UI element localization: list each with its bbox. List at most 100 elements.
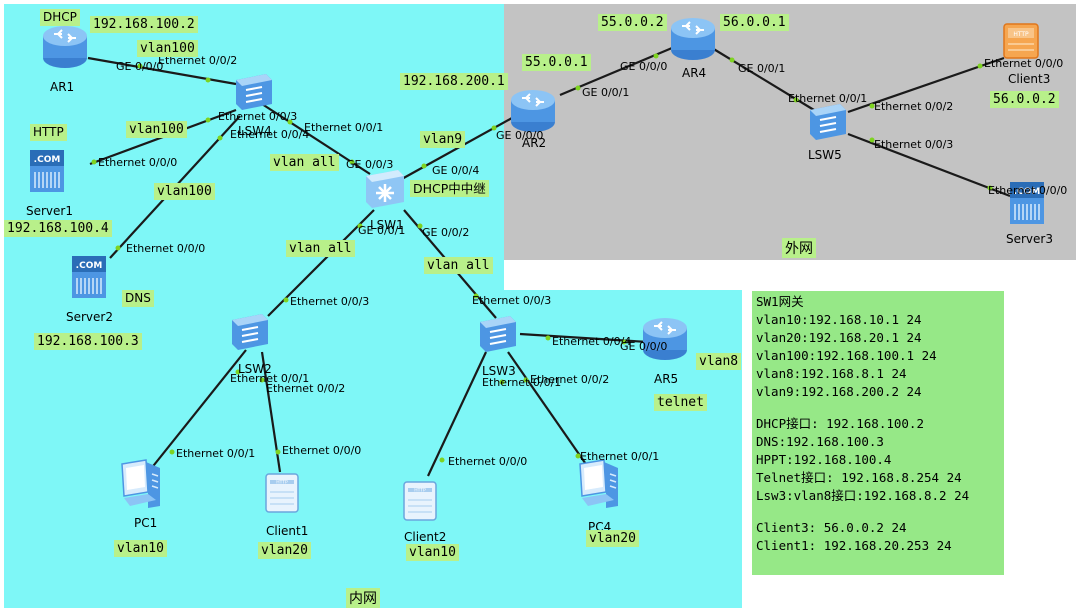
device-label-sw1: LSW1	[370, 218, 404, 232]
port-label: Ethernet 0/0/1	[580, 450, 660, 463]
svg-text:.COM: .COM	[76, 261, 103, 271]
tag-ip: 55.0.0.1	[522, 54, 591, 71]
tag-ip: 56.0.0.2	[990, 91, 1059, 108]
port-dot	[283, 297, 289, 303]
switch-icon[interactable]	[806, 100, 848, 142]
svg-text:HTTP: HTTP	[1013, 31, 1029, 38]
port-label: Ethernet 0/0/3	[218, 110, 298, 123]
internal-zone-title: 内网	[346, 588, 380, 608]
port-dot	[235, 369, 241, 375]
port-label: Ethernet 0/0/1	[482, 376, 562, 389]
device-label-client2: Client2	[404, 530, 447, 544]
port-dot	[491, 125, 497, 131]
port-label: Ethernet 0/0/2	[530, 373, 610, 386]
port-dot	[523, 377, 529, 383]
tag-ip: 192.168.100.4	[4, 220, 112, 237]
router-icon[interactable]	[668, 14, 718, 64]
device-label-ar1: AR1	[50, 80, 75, 94]
port-label: Ethernet 0/0/0	[984, 57, 1064, 70]
port-label: GE 0/0/0	[620, 340, 668, 353]
link-lsw5-server3	[847, 132, 1011, 198]
client-icon[interactable]: HTTP	[262, 470, 302, 516]
device-label-lsw5: LSW5	[808, 148, 842, 162]
port-dot	[205, 77, 211, 83]
client-icon[interactable]: HTTP	[1000, 20, 1042, 62]
port-dot	[115, 245, 121, 251]
tag-vlan: vlan100	[126, 121, 187, 138]
notes-line: Telnet接口: 192.168.8.254 24	[756, 470, 962, 485]
device-label-server1: Server1	[26, 204, 73, 218]
tag-service: HTTP	[30, 124, 67, 141]
port-dot	[259, 377, 265, 383]
port-dot	[421, 163, 427, 169]
device-label-client3: Client3	[1008, 72, 1051, 86]
port-label: Ethernet 0/0/0	[282, 444, 362, 457]
tag-vlan: vlan20	[258, 542, 311, 559]
port-label: Ethernet 0/0/1	[230, 372, 310, 385]
router-icon[interactable]	[640, 314, 690, 364]
notes-line: Client3: 56.0.0.2 24	[756, 520, 907, 535]
notes-line: vlan8:192.168.8.1 24	[756, 366, 907, 381]
client-icon[interactable]: HTTP	[400, 478, 440, 524]
tag-vlan: vlan100	[154, 183, 215, 200]
port-dot	[439, 457, 445, 463]
port-label: Ethernet 0/0/1	[304, 121, 384, 134]
tag-vlan: vlan8	[696, 353, 742, 370]
port-label: GE 0/0/1	[738, 62, 786, 75]
external-zone-title: 外网	[782, 238, 816, 258]
tag-ip: 192.168.200.1	[400, 73, 508, 90]
port-label: Ethernet 0/0/0	[988, 184, 1068, 197]
port-dot	[349, 159, 355, 165]
port-label: Ethernet 0/0/0	[126, 242, 206, 255]
link-lsw3-pc4	[507, 351, 591, 471]
port-label: GE 0/0/4	[432, 164, 480, 177]
port-dot	[869, 137, 875, 143]
port-dot	[91, 159, 97, 165]
port-dot	[575, 453, 581, 459]
notes-line: vlan10:192.168.10.1 24	[756, 312, 922, 327]
notes-line: HPPT:192.168.100.4	[756, 452, 892, 467]
notes-line: Client1: 192.168.20.253 24	[756, 538, 952, 553]
switch-icon[interactable]	[228, 310, 270, 352]
server-icon[interactable]: .COM	[1006, 178, 1048, 228]
tag-dhcp: DHCP	[40, 9, 80, 26]
port-dot	[987, 185, 993, 191]
pc-icon[interactable]	[116, 456, 166, 514]
port-dot	[417, 223, 423, 229]
port-dot	[977, 63, 983, 69]
port-label: Ethernet 0/0/4	[230, 128, 310, 141]
port-label: GE 0/0/2	[422, 226, 470, 239]
router-icon[interactable]	[40, 22, 90, 72]
port-dot	[169, 449, 175, 455]
server-icon[interactable]: .COM	[26, 146, 68, 196]
device-label-pc1: PC1	[134, 516, 158, 530]
switch-icon[interactable]	[232, 70, 274, 112]
config-notes-panel: SW1网关 vlan10:192.168.10.1 24 vlan20:192.…	[752, 291, 1004, 575]
port-dot	[205, 117, 211, 123]
notes-line: DNS:192.168.100.3	[756, 434, 884, 449]
port-dot	[499, 379, 505, 385]
tag-dhcp-relay: DHCP中中继	[410, 180, 489, 197]
port-label: Ethernet 0/0/3	[290, 295, 370, 308]
core-switch-icon[interactable]	[362, 166, 408, 212]
router-icon[interactable]	[508, 86, 558, 136]
switch-icon[interactable]	[476, 312, 518, 354]
notes-line: vlan100:192.168.100.1 24	[756, 348, 937, 363]
tag-vlan: vlan all	[424, 257, 493, 274]
server-icon[interactable]: .COM	[68, 252, 110, 302]
pc-icon[interactable]	[574, 456, 624, 514]
tag-vlan: vlan100	[137, 40, 198, 57]
tag-ip: 192.168.100.3	[34, 333, 142, 350]
tag-vlan: vlan20	[586, 530, 639, 547]
tag-ip: 55.0.0.2	[598, 14, 667, 31]
port-label: GE 0/0/1	[582, 86, 630, 99]
device-label-ar4: AR4	[682, 66, 707, 80]
notes-title: SW1网关	[756, 294, 804, 309]
external-zone	[504, 4, 1076, 260]
tag-vlan: vlan9	[420, 131, 466, 148]
port-dot	[621, 339, 627, 345]
svg-text:HTTP: HTTP	[414, 488, 426, 494]
link-lsw3-client2	[427, 351, 487, 477]
